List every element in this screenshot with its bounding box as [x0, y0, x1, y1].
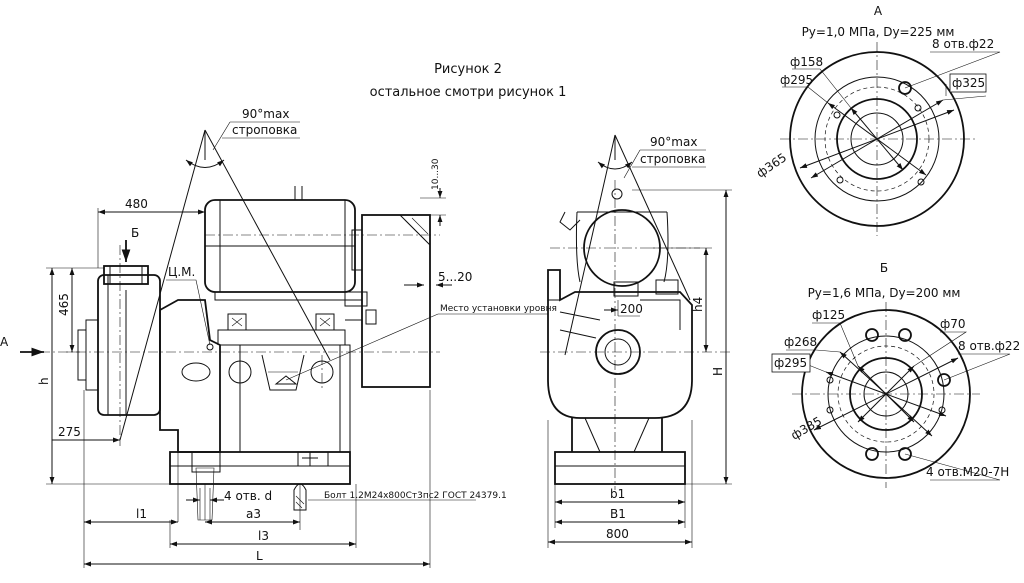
- front-level-label: Место установки уровня: [440, 304, 557, 314]
- flange-b-d268: ф268: [784, 335, 817, 349]
- flange-a-letter: A: [874, 4, 883, 18]
- front-cm-label: Ц.М.: [168, 265, 195, 279]
- front-dim-a3: a3: [246, 507, 261, 521]
- front-dim-5-20: 5...20: [438, 270, 472, 284]
- flange-b-d70: ф70: [940, 317, 966, 331]
- figure-title: Рисунок 2: [434, 62, 502, 77]
- flange-b-holes4: 4 отв.М20-7Н: [926, 465, 1009, 479]
- flange-b-d125: ф125: [812, 308, 845, 322]
- front-lift-angle: 90°max: [242, 107, 289, 121]
- side-dim-800: 800: [606, 527, 629, 541]
- flange-b-view: Б Ру=1,6 МПа, Dу=200 мм ф125 ф70 ф268 8 …: [771, 261, 1020, 488]
- flange-a-view: A Ру=1,0 МПа, Dу=225 мм ф158 ф295 8 отв.…: [754, 4, 1001, 236]
- figure-subtitle: остальное смотри рисунок 1: [370, 85, 567, 100]
- front-dim-l3: l3: [258, 529, 269, 543]
- front-dim-465: 465: [57, 293, 71, 316]
- front-view: 90°max строповка: [0, 107, 557, 568]
- front-dim-275: 275: [58, 425, 81, 439]
- side-lift-angle: 90°max: [650, 135, 697, 149]
- side-view: 90°max строповка 200 h4: [540, 134, 732, 548]
- flange-a-d295: ф295: [780, 73, 813, 87]
- side-dim-h4: h4: [691, 297, 705, 312]
- side-dim-H: H: [711, 367, 725, 376]
- flange-a-spec: Ру=1,0 МПа, Dу=225 мм: [802, 25, 955, 39]
- front-dim-L: L: [256, 549, 263, 563]
- flange-b-holes8: 8 отв.ф22: [958, 339, 1020, 353]
- front-dim-l1: l1: [136, 507, 147, 521]
- front-dim-h: h: [37, 377, 51, 385]
- front-dim-10-30: 10...30: [431, 158, 441, 190]
- front-bolt-label: Болт 1.2М24х800Ст3пс2 ГОСТ 24379.1: [324, 491, 507, 501]
- side-dim-B1: B1: [610, 507, 626, 521]
- front-dim-480: 480: [125, 197, 148, 211]
- side-lift-label: строповка: [640, 152, 705, 166]
- front-view-arrow-a: A: [0, 335, 9, 349]
- flange-a-d365: ф365: [754, 150, 789, 180]
- front-holes-label: 4 отв. d: [224, 489, 272, 503]
- flange-a-d325: ф325: [952, 76, 985, 90]
- front-view-arrow-b: Б: [131, 226, 139, 240]
- flange-b-letter: Б: [880, 261, 888, 275]
- side-dim-b1: b1: [610, 487, 625, 501]
- flange-b-spec: Ру=1,6 МПа, Dу=200 мм: [808, 286, 961, 300]
- side-dim-200: 200: [620, 302, 643, 316]
- flange-b-d295: ф295: [774, 356, 807, 370]
- flange-a-d158: ф158: [790, 55, 823, 69]
- front-lift-label: строповка: [232, 123, 297, 137]
- flange-a-holes: 8 отв.ф22: [932, 37, 994, 51]
